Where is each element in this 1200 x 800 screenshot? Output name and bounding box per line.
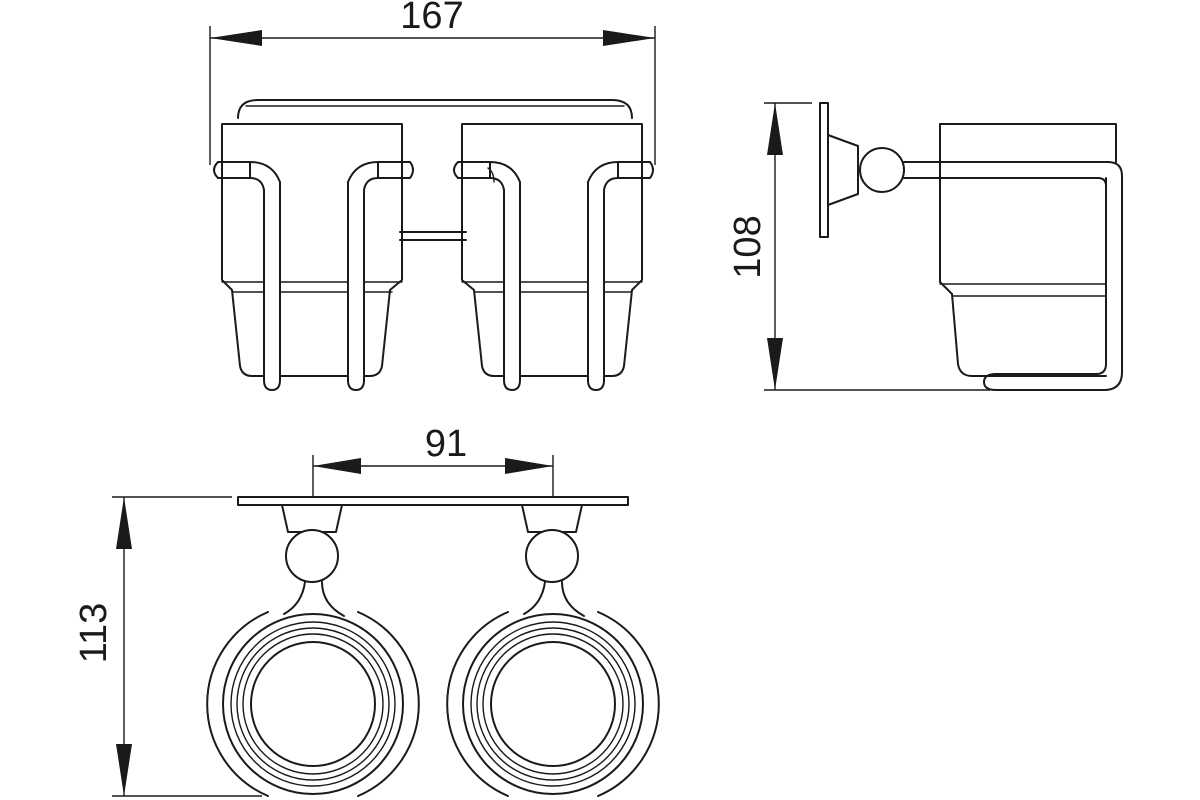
left-ring-top	[206, 611, 420, 797]
left-mount-top	[281, 504, 345, 617]
side-view: 108	[727, 102, 1123, 391]
dimension-label-108: 108	[727, 215, 769, 278]
right-mount-top	[521, 504, 585, 617]
front-view: 167	[209, 0, 656, 391]
dimension-front-width: 167	[209, 0, 656, 165]
dimension-top-depth: 113	[73, 496, 262, 797]
dimension-label-91: 91	[425, 423, 467, 465]
right-ring-top	[446, 611, 660, 797]
left-cup-front	[221, 123, 403, 377]
right-cup-front	[461, 123, 643, 377]
top-view: 91 113	[73, 423, 660, 797]
dimension-label-167: 167	[400, 0, 463, 37]
dimension-top-spacing: 91	[312, 423, 554, 497]
dimension-label-113: 113	[73, 603, 115, 664]
dimension-side-height: 108	[727, 102, 990, 391]
